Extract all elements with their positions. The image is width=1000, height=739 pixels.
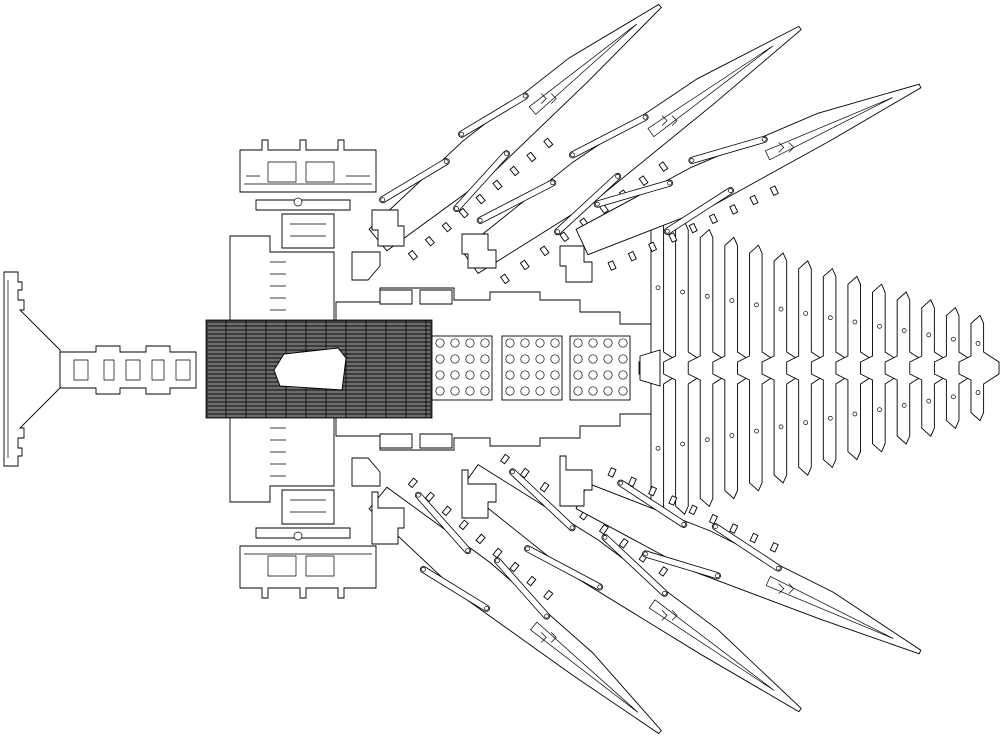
loose-parts	[371, 209, 593, 545]
rib	[786, 260, 828, 476]
leg	[575, 83, 922, 271]
gear-cluster	[431, 335, 631, 401]
rib	[884, 291, 926, 445]
legs	[368, 3, 922, 735]
rib	[835, 275, 877, 461]
leg	[368, 3, 662, 261]
leg	[461, 25, 802, 285]
leg	[368, 477, 662, 735]
top-bracket-parts	[239, 139, 377, 249]
leg	[575, 467, 922, 655]
rib	[737, 244, 778, 492]
leg	[461, 453, 802, 713]
body-tabs	[351, 251, 453, 487]
rib	[958, 314, 1000, 422]
rib	[810, 267, 852, 469]
head-ribs	[638, 213, 1000, 523]
grate-plate	[205, 319, 433, 419]
tail-claw	[3, 271, 61, 467]
rib	[712, 236, 754, 500]
rib	[933, 306, 975, 430]
tail-segments	[59, 345, 197, 395]
rib	[860, 283, 901, 453]
rib	[687, 228, 729, 508]
bottom-bracket-parts	[239, 489, 377, 599]
rib	[761, 252, 803, 484]
rib	[663, 221, 705, 515]
rib	[909, 299, 951, 437]
